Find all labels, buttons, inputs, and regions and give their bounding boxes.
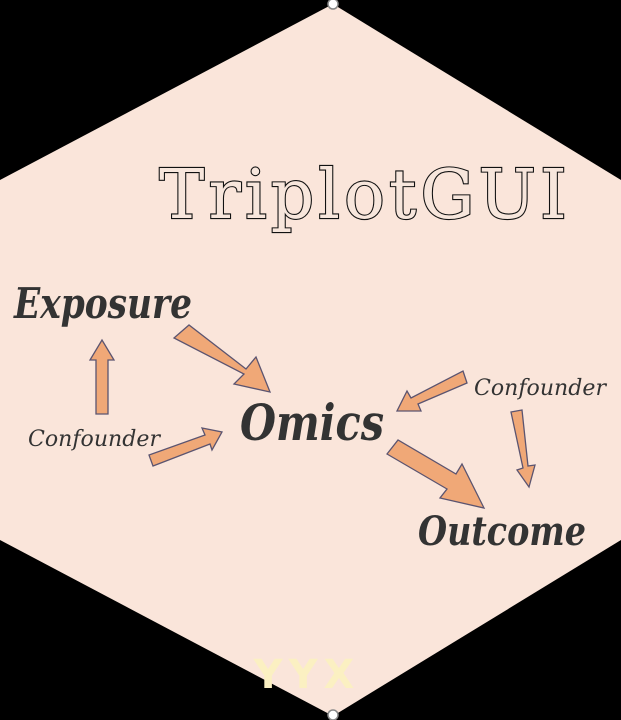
arrow-confounder-right-to-outcome (510, 409, 536, 489)
watermark-text: YYX (253, 652, 361, 698)
node-confounder-left: Confounder (28, 427, 161, 452)
node-omics: Omics (240, 393, 384, 452)
arrow-confounder-to-exposure (88, 338, 116, 415)
hexagon-background (0, 4, 621, 716)
arrow-exposure-to-omics (172, 324, 272, 393)
node-confounder-right: Confounder (474, 376, 607, 401)
logo-title: TriplotGUI (159, 156, 571, 235)
top-resize-handle[interactable] (327, 0, 339, 10)
node-outcome: Outcome (418, 508, 586, 555)
bottom-resize-handle[interactable] (327, 709, 339, 720)
arrow-confounder-right-to-omics (395, 370, 468, 412)
arrow-omics-to-outcome (386, 439, 486, 509)
node-exposure: Exposure (13, 279, 192, 328)
arrows (88, 324, 536, 509)
arrow-confounder-to-omics (148, 427, 224, 467)
